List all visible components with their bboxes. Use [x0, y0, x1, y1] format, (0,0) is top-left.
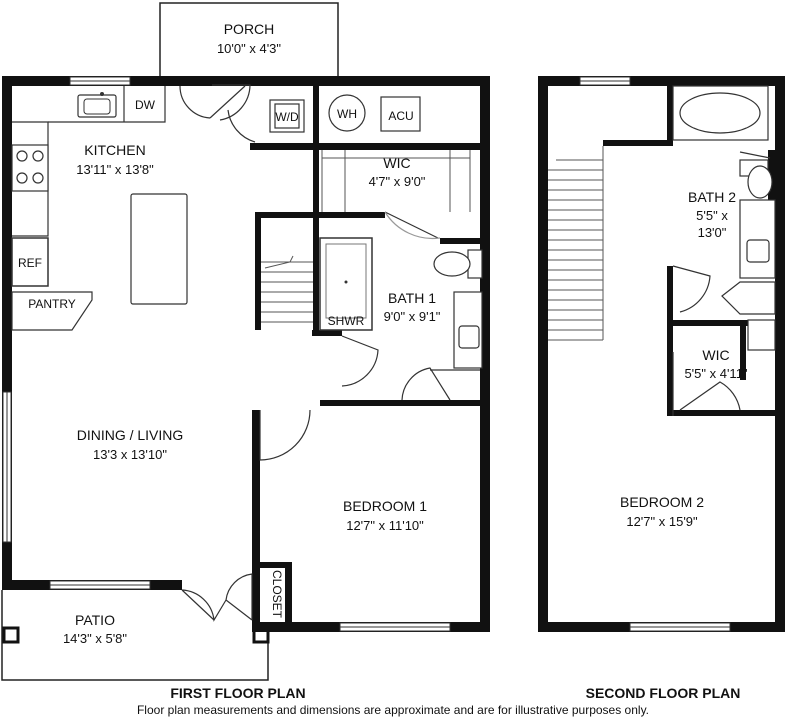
- bath1-label: BATH 1: [388, 290, 436, 306]
- bath1-fixtures: [430, 249, 483, 371]
- bath2-dims-line2: 13'0": [698, 225, 727, 240]
- kitchen-dims: 13'11" x 13'8": [76, 162, 154, 177]
- bath2-fixtures: [672, 85, 776, 351]
- wic2-dims: 5'5" x 4'11": [684, 366, 747, 381]
- patio-post-left: [2, 626, 20, 644]
- disclaimer: Floor plan measurements and dimensions a…: [137, 703, 649, 717]
- first-floor-doors: [179, 84, 451, 622]
- ref-label: REF: [18, 256, 42, 270]
- laundry-equipment: [269, 94, 421, 133]
- bedroom1-dims: 12'7" x 11'10": [346, 518, 424, 533]
- water-heater-label: WH: [337, 107, 357, 121]
- patio-dims: 14'3" x 5'8": [63, 631, 127, 646]
- bedroom2-dims: 12'7" x 15'9": [626, 514, 698, 529]
- kitchen-sink: [77, 92, 117, 118]
- pantry: [11, 291, 93, 331]
- dining-living-dims: 13'3 x 13'10": [93, 447, 167, 462]
- bath1-dims: 9'0" x 9'1": [384, 309, 441, 324]
- porch-dims: 10'0" x 4'3": [217, 41, 281, 56]
- wic2-label: WIC: [702, 347, 729, 363]
- bath2-dims-line1: 5'5" x: [696, 208, 728, 223]
- shower-label: SHWR: [328, 314, 365, 328]
- porch-label: PORCH: [224, 21, 275, 37]
- kitchen-island: [130, 193, 188, 305]
- second-floor: [538, 76, 785, 632]
- bedroom2-label: BEDROOM 2: [620, 494, 704, 510]
- refrigerator: [11, 237, 49, 287]
- patio-label: PATIO: [75, 612, 115, 628]
- first-floor-interior-walls: [250, 86, 490, 622]
- second-floor-caption: SECOND FLOOR PLAN: [586, 685, 741, 701]
- closet-label: CLOSET: [270, 570, 284, 619]
- wic1-dims: 4'7" x 9'0": [369, 174, 426, 189]
- washer-dryer-label: W/D: [275, 110, 299, 124]
- second-floor-stairs: [548, 146, 604, 341]
- wic1-label: WIC: [383, 155, 410, 171]
- pantry-label: PANTRY: [28, 297, 76, 311]
- patio-outline: [1, 590, 269, 681]
- range: [11, 144, 49, 192]
- acu-label: ACU: [388, 109, 413, 123]
- kitchen-label: KITCHEN: [84, 142, 145, 158]
- first-floor-windows: [2, 76, 451, 632]
- second-floor-doors: [672, 151, 771, 416]
- bedroom1-label: BEDROOM 1: [343, 498, 427, 514]
- first-floor: [1, 2, 490, 681]
- first-floor-stairs: [261, 255, 313, 323]
- first-floor-caption: FIRST FLOOR PLAN: [170, 685, 305, 701]
- bath2-label: BATH 2: [688, 189, 736, 205]
- second-floor-interior-walls: [603, 86, 785, 416]
- second-floor-windows: [579, 76, 731, 632]
- dining-living-label: DINING / LIVING: [77, 427, 184, 443]
- shower: [319, 237, 373, 331]
- dishwasher-label: DW: [135, 98, 156, 112]
- porch-outline: [159, 2, 339, 77]
- wic-shelving: [321, 150, 471, 212]
